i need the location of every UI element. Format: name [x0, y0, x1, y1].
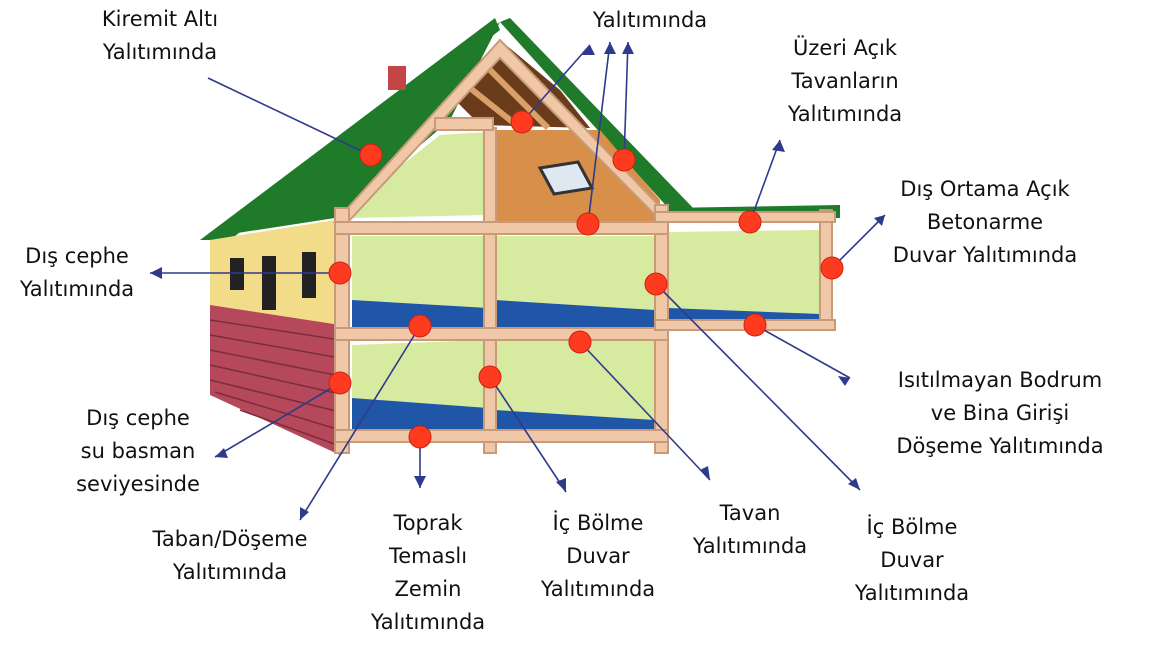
marker-ceiling [568, 330, 592, 354]
label-unheated-basement: Isıtılmayan Bodrum ve Bina Girişi Döşeme… [896, 368, 1104, 458]
floor-3 [352, 398, 488, 432]
marker-roof-top [510, 110, 534, 134]
roof-left-slope [205, 22, 500, 238]
marker-partition-right [644, 272, 668, 296]
leader-arrowheads [150, 42, 885, 520]
label-roof-under: Kiremit Altı Yalıtımında [101, 7, 219, 64]
marker-facade-water [328, 371, 352, 395]
label-facade-water: Dış cephe su basman seviyesinde [76, 406, 200, 496]
marker-facade [328, 261, 352, 285]
label-floor: Taban/Döşeme Yalıtımında [152, 527, 308, 584]
chimney [388, 66, 406, 90]
marker-partition-left [478, 365, 502, 389]
marker-concrete-wall [820, 256, 844, 280]
label-open-ceiling: Üzeri Açık Tavanların Yalıtımında [787, 36, 903, 126]
marker-roof-under [359, 143, 383, 167]
marker-roof-slope [612, 148, 636, 172]
marker-attic-floor [576, 212, 600, 236]
marker-floor [408, 314, 432, 338]
label-concrete-wall: Dış Ortama Açık Betonarme Duvar Yalıtımı… [892, 177, 1078, 267]
side-window-1 [230, 258, 244, 290]
side-window-2 [262, 256, 276, 310]
brick-lines [209, 319, 341, 447]
floor-2 [495, 300, 655, 330]
marker-open-ceiling [738, 210, 762, 234]
marker-basement [743, 313, 767, 337]
label-ceiling: Tavan Yalıtımında [692, 501, 808, 558]
label-roof-top: Yalıtımında [592, 8, 708, 32]
attic-insulation-left [345, 132, 488, 218]
label-ground-contact: Toprak Temaslı Zemin Yalıtımında [370, 511, 486, 634]
wall-insulation-3 [352, 340, 488, 410]
roof-right-slope [500, 18, 695, 210]
insulation-markers [328, 110, 844, 449]
leader-lines [150, 41, 886, 521]
label-partition-left: İç Bölme Duvar Yalıtımında [540, 511, 656, 601]
marker-ground [408, 425, 432, 449]
roof [200, 18, 500, 240]
side-window-3 [302, 252, 316, 298]
wall-insulation-porch [668, 230, 820, 318]
label-facade: Dış cephe Yalıtımında [19, 244, 135, 301]
wall-insulation-4 [495, 340, 655, 425]
wall-insulation-1 [352, 236, 488, 312]
label-partition-right: İç Bölme Duvar Yalıtımında [854, 515, 970, 605]
wall-insulation-2 [495, 236, 655, 312]
